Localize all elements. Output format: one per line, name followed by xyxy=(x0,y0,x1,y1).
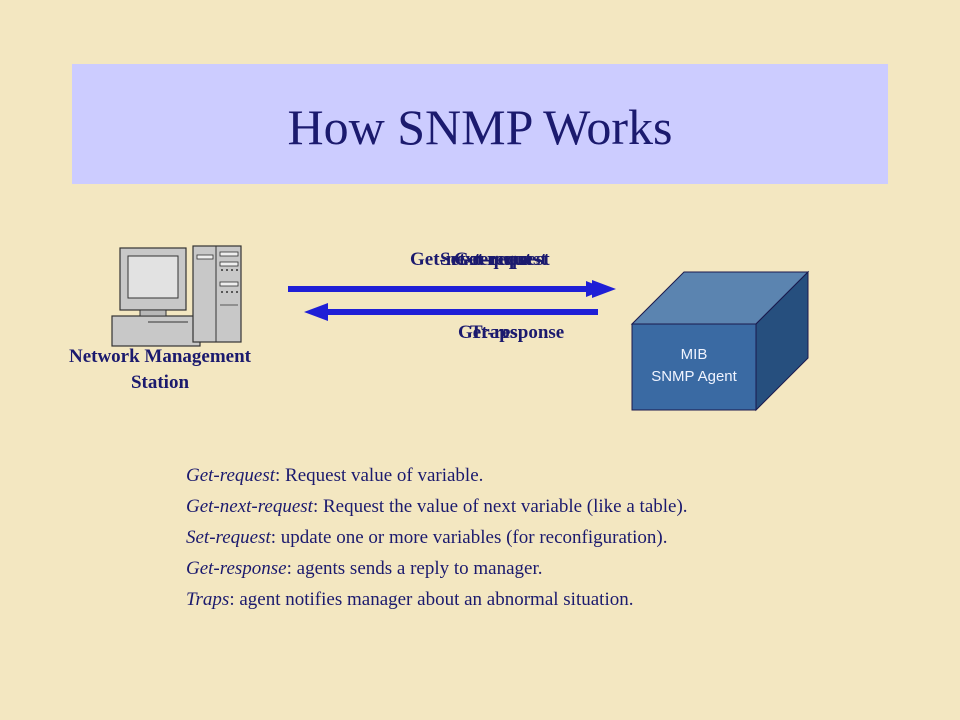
title-band: How SNMP Works xyxy=(72,64,888,184)
definition-item: Traps: agent notifies manager about an a… xyxy=(186,584,906,615)
snmp-agent-cube xyxy=(630,270,810,412)
definition-text: : Request the value of next variable (li… xyxy=(312,496,688,517)
station-label-line2: Station xyxy=(130,372,190,393)
computer-icon xyxy=(111,245,242,347)
msg-get-response: Get-response xyxy=(458,322,565,343)
agent-label-mib: MIB xyxy=(680,346,708,363)
computer-base xyxy=(111,315,201,347)
msg-get-next-request: Get-next-request xyxy=(410,249,547,270)
definition-text: : Request value of variable. xyxy=(275,465,484,486)
page-title: How SNMP Works xyxy=(287,99,673,155)
definitions-list: Get-request: Request value of variable. … xyxy=(186,460,906,615)
definition-item: Set-request: update one or more variable… xyxy=(186,522,906,553)
definition-item: Get-request: Request value of variable. xyxy=(186,460,906,491)
response-arrow xyxy=(304,303,598,321)
msg-get-request: Get-request xyxy=(454,249,550,270)
definition-term: Set-request xyxy=(186,527,271,548)
definition-text: : agents sends a reply to manager. xyxy=(286,558,543,579)
agent-label-snmp: SNMP Agent xyxy=(651,368,737,385)
definition-term: Traps xyxy=(186,589,230,610)
station-label: Network Management Station xyxy=(30,344,290,396)
agent-label: MIB SNMP Agent xyxy=(632,344,756,388)
definition-item: Get-next-request: Request the value of n… xyxy=(186,491,906,522)
definition-item: Get-response: agents sends a reply to ma… xyxy=(186,553,906,584)
definition-term: Get-next-request xyxy=(186,496,313,517)
station-label-line1: Network Management xyxy=(68,346,252,367)
cube-front xyxy=(631,323,757,411)
computer-tower xyxy=(192,245,242,343)
msg-set-request: Set-request xyxy=(440,249,532,270)
definition-text: : update one or more variables (for reco… xyxy=(270,527,668,548)
definition-term: Get-response xyxy=(186,558,287,579)
definition-text: : agent notifies manager about an abnorm… xyxy=(229,589,634,610)
definition-term: Get-request xyxy=(186,465,275,486)
request-arrow xyxy=(288,280,616,298)
msg-traps: Traps xyxy=(470,322,518,343)
computer-screen xyxy=(127,255,179,299)
